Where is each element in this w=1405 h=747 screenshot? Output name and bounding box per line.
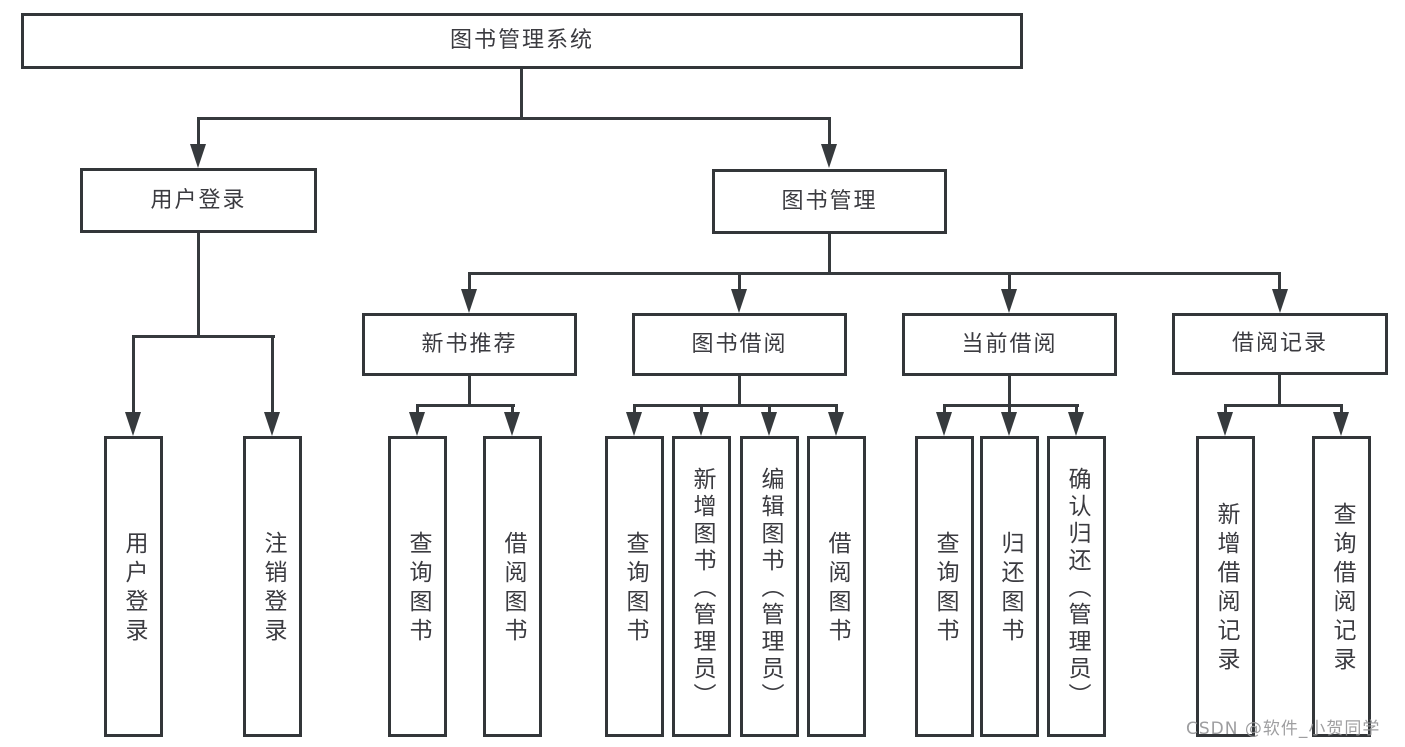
arrow-down-icon (1068, 412, 1084, 436)
node-root: 图书管理系统 (21, 13, 1023, 69)
node-ul-user-login-label: 用户登录 (121, 530, 147, 647)
node-book-mgmt-label: 图书管理 (781, 188, 878, 214)
node-cb-query-book-label: 查询图书 (932, 530, 958, 647)
connector-line (468, 272, 471, 292)
arrow-down-icon (936, 412, 952, 436)
connector-line (943, 404, 1079, 407)
connector-line (468, 376, 471, 407)
arrow-down-icon (190, 144, 206, 168)
node-ul-logout-label: 注销登录 (260, 530, 286, 647)
arrow-down-icon (731, 289, 747, 313)
node-cb-confirm-return-admin: 确认归还（管理员） (1047, 436, 1106, 737)
arrow-down-icon (828, 412, 844, 436)
arrow-down-icon (461, 289, 477, 313)
connector-line (1008, 272, 1011, 292)
node-nbr-query-book: 查询图书 (388, 436, 447, 737)
node-book-mgmt: 图书管理 (712, 169, 947, 234)
arrow-down-icon (821, 144, 837, 168)
connector-line (520, 69, 523, 120)
connector-line (271, 335, 274, 415)
connector-line (828, 117, 831, 147)
node-cb-return-book-label: 归还图书 (997, 530, 1023, 647)
connector-line (633, 404, 636, 414)
node-cb-return-book: 归还图书 (980, 436, 1039, 737)
node-borrow-records: 借阅记录 (1172, 313, 1388, 375)
node-bb-query-book: 查询图书 (605, 436, 664, 737)
connector-line (416, 404, 419, 414)
connector-line (197, 233, 200, 338)
connector-line (1278, 272, 1281, 292)
arrow-down-icon (504, 412, 520, 436)
arrow-down-icon (264, 412, 280, 436)
connector-line (738, 272, 741, 292)
node-br-add-record-label: 新增借阅记录 (1213, 501, 1239, 676)
node-br-query-record-label: 查询借阅记录 (1329, 501, 1355, 676)
connector-line (197, 117, 831, 120)
node-bb-add-book-admin: 新增图书（管理员） (672, 436, 731, 737)
connector-line (1278, 375, 1281, 407)
node-nbr-query-book-label: 查询图书 (405, 530, 431, 647)
connector-line (633, 404, 838, 407)
connector-line (132, 335, 275, 338)
arrow-down-icon (626, 412, 642, 436)
node-nbr-borrow-book: 借阅图书 (483, 436, 542, 737)
connector-line (700, 404, 703, 414)
node-current-borrow: 当前借阅 (902, 313, 1117, 376)
node-user-login: 用户登录 (80, 168, 317, 233)
connector-line (828, 234, 831, 275)
arrow-down-icon (125, 412, 141, 436)
connector-line (197, 117, 200, 147)
connector-line (1008, 376, 1011, 407)
node-book-borrow-label: 图书借阅 (691, 331, 788, 357)
connector-line (416, 404, 515, 407)
node-br-query-record: 查询借阅记录 (1312, 436, 1371, 737)
node-new-book-rec: 新书推荐 (362, 313, 577, 376)
node-bb-borrow-book: 借阅图书 (807, 436, 866, 737)
connector-line (768, 404, 771, 414)
node-cb-confirm-return-admin-label: 确认归还（管理员） (1064, 467, 1090, 710)
connector-line (1224, 404, 1227, 414)
connector-line (835, 404, 838, 414)
node-bb-add-book-admin-label: 新增图书（管理员） (689, 467, 715, 710)
arrow-down-icon (1001, 289, 1017, 313)
arrow-down-icon (1217, 412, 1233, 436)
arrow-down-icon (761, 412, 777, 436)
watermark: CSDN @软件_小贺同学 (1186, 719, 1381, 739)
node-borrow-records-label: 借阅记录 (1231, 331, 1328, 356)
arrow-down-icon (1333, 412, 1349, 436)
node-book-borrow: 图书借阅 (632, 313, 847, 376)
node-bb-query-book-label: 查询图书 (622, 530, 648, 647)
node-br-add-record: 新增借阅记录 (1196, 436, 1255, 737)
node-nbr-borrow-book-label: 借阅图书 (500, 530, 526, 647)
node-bb-edit-book-admin-label: 编辑图书（管理员） (757, 467, 783, 710)
node-ul-logout: 注销登录 (243, 436, 302, 737)
node-current-borrow-label: 当前借阅 (961, 331, 1058, 357)
arrow-down-icon (409, 412, 425, 436)
arrow-down-icon (1001, 412, 1017, 436)
connector-line (1340, 404, 1343, 414)
arrow-down-icon (1272, 289, 1288, 313)
connector-line (132, 335, 135, 415)
arrow-down-icon (693, 412, 709, 436)
node-ul-user-login: 用户登录 (104, 436, 163, 737)
connector-line (468, 272, 1281, 275)
node-bb-borrow-book-label: 借阅图书 (824, 530, 850, 647)
connector-line (1075, 404, 1078, 414)
node-user-login-label: 用户登录 (150, 187, 247, 213)
node-root-label: 图书管理系统 (449, 28, 594, 53)
connector-line (1224, 404, 1343, 407)
connector-line (943, 404, 946, 414)
node-cb-query-book: 查询图书 (915, 436, 974, 737)
connector-line (511, 404, 514, 414)
node-bb-edit-book-admin: 编辑图书（管理员） (740, 436, 799, 737)
connector-line (1008, 404, 1011, 414)
node-new-book-rec-label: 新书推荐 (421, 331, 518, 357)
connector-line (738, 376, 741, 407)
